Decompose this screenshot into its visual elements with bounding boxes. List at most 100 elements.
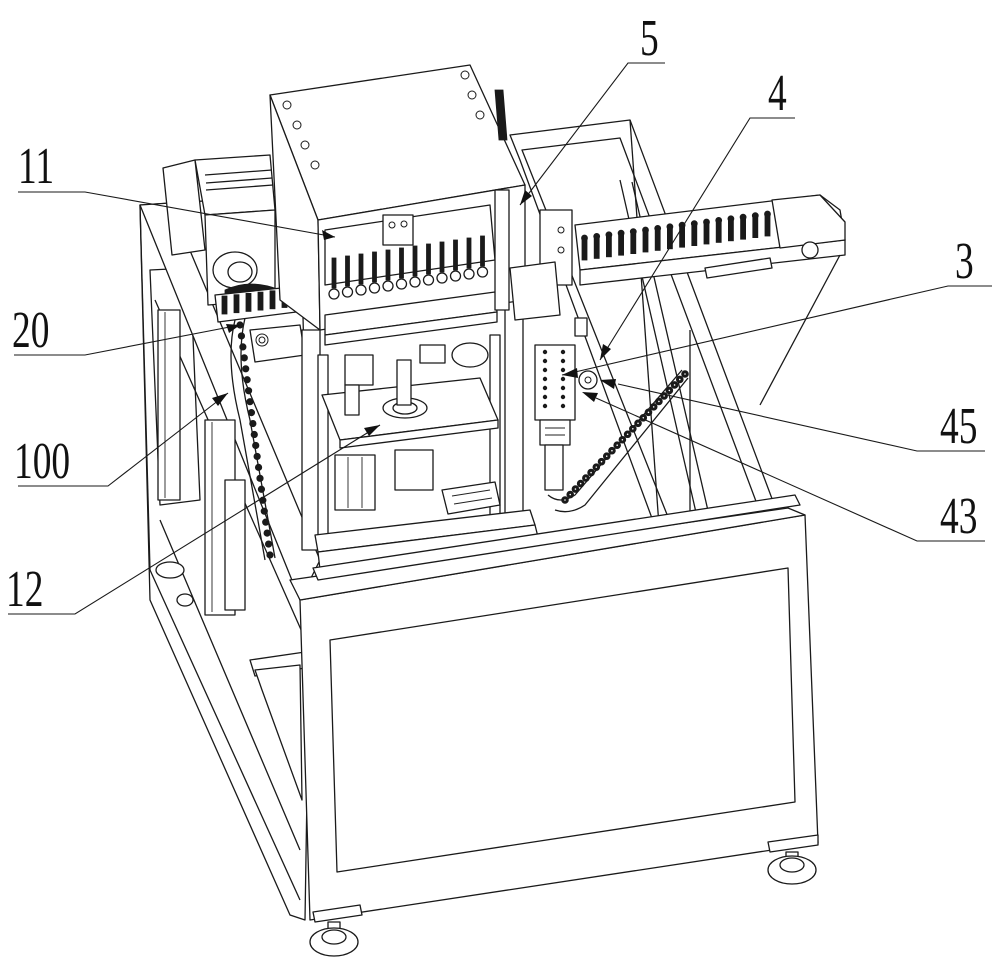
chain-pin [563, 498, 567, 502]
mount-hole [560, 385, 566, 391]
label-4: 4 [768, 64, 787, 121]
conveyor-pin [629, 228, 637, 236]
finger-clamp [395, 278, 408, 290]
bolt [292, 120, 302, 130]
chain-link [263, 529, 271, 537]
finger-clamp [476, 266, 489, 278]
conveyor-pin [703, 218, 710, 226]
chain-pin [620, 437, 625, 442]
chain-pin [683, 372, 687, 376]
conveyor-pin [727, 215, 735, 223]
callout-100: 100 [14, 392, 229, 489]
chain-pin [610, 448, 614, 453]
annotations: 11 20 100 12 5 4 [6, 9, 992, 617]
conveyor-slot [764, 215, 771, 237]
finger-clamp [368, 282, 381, 294]
mount-hole [560, 376, 566, 382]
conveyor-pin [581, 234, 588, 242]
mount-hole [560, 358, 566, 364]
chain-pin [636, 421, 640, 426]
chain-link [249, 419, 257, 428]
label-5: 5 [640, 9, 659, 66]
conveyor-slot [233, 294, 240, 314]
chain-link [262, 518, 270, 526]
chain-link [254, 463, 263, 471]
chain-link [250, 430, 258, 439]
chain-pin [578, 481, 583, 486]
conveyor-slot [752, 217, 759, 239]
mount-hole [542, 358, 548, 364]
chain-link [252, 441, 260, 450]
conveyor-slot [581, 239, 588, 261]
finger-clamp [355, 284, 367, 296]
callout-20: 20 [12, 301, 241, 358]
conveyor-pin [642, 226, 649, 234]
chain-pin [625, 432, 630, 437]
mount-hole [560, 394, 566, 400]
conveyor-pin [764, 210, 771, 218]
conveyor-pin [739, 213, 747, 221]
press-station [269, 64, 541, 571]
conveyor-pin [666, 223, 674, 231]
chain-link [240, 354, 248, 362]
label-20: 20 [12, 301, 49, 358]
bolt [310, 160, 320, 170]
chain-pin [584, 476, 588, 480]
press-finger [480, 235, 485, 267]
conveyor-pin [654, 224, 662, 232]
conveyor-slot [728, 220, 734, 242]
press-finger [345, 255, 350, 287]
label-3: 3 [955, 232, 974, 289]
left-chain [230, 317, 276, 561]
conveyor-pin [751, 212, 759, 220]
conveyor-slot [691, 225, 698, 247]
label-43: 43 [940, 487, 977, 544]
chain-pin [604, 454, 609, 458]
press-finger [453, 239, 458, 271]
label-11: 11 [18, 137, 54, 194]
callout-43: 43 [582, 392, 985, 544]
right-conveyor [574, 194, 846, 406]
chain-link [264, 540, 273, 548]
conveyor-pin [715, 216, 723, 224]
press-finger [399, 247, 404, 279]
conveyor-pin [593, 232, 601, 240]
label-12: 12 [6, 560, 43, 617]
bolt [475, 110, 485, 120]
chain-link [237, 332, 246, 340]
chain-link [266, 551, 274, 559]
conveyor-pin [605, 231, 613, 239]
chain-pin [573, 487, 578, 491]
callout-11: 11 [18, 137, 336, 240]
press-finger [426, 243, 431, 275]
conveyor-slot [606, 236, 612, 258]
mount-hole [542, 385, 548, 391]
mount-hole [542, 394, 548, 400]
finger-clamp [422, 274, 435, 286]
conveyor-slot [245, 292, 252, 312]
chain-link [242, 365, 250, 373]
mount-hole [542, 376, 548, 382]
chain-link [239, 343, 247, 351]
mount-hole [560, 403, 566, 409]
chain-link [256, 474, 264, 482]
chain-pin [646, 410, 651, 415]
callout-4: 4 [599, 64, 795, 361]
finger-clamp [328, 288, 340, 300]
press-finger [385, 249, 391, 281]
vertical-module [509, 209, 598, 491]
conveyor-slot [740, 218, 746, 240]
chain-pin [657, 399, 661, 404]
conveyor-slot [703, 223, 710, 245]
conveyor-pin [690, 220, 698, 228]
conveyor-slot [715, 221, 722, 243]
chain-pin [677, 377, 682, 382]
bolt [300, 140, 310, 150]
front-left-foot [309, 904, 363, 957]
conveyor-pin [617, 229, 625, 237]
press-finger [439, 241, 445, 273]
chain-pin [615, 443, 619, 448]
callout-12: 12 [6, 424, 381, 617]
chain-link [244, 387, 253, 395]
conveyor-slot [654, 229, 661, 251]
